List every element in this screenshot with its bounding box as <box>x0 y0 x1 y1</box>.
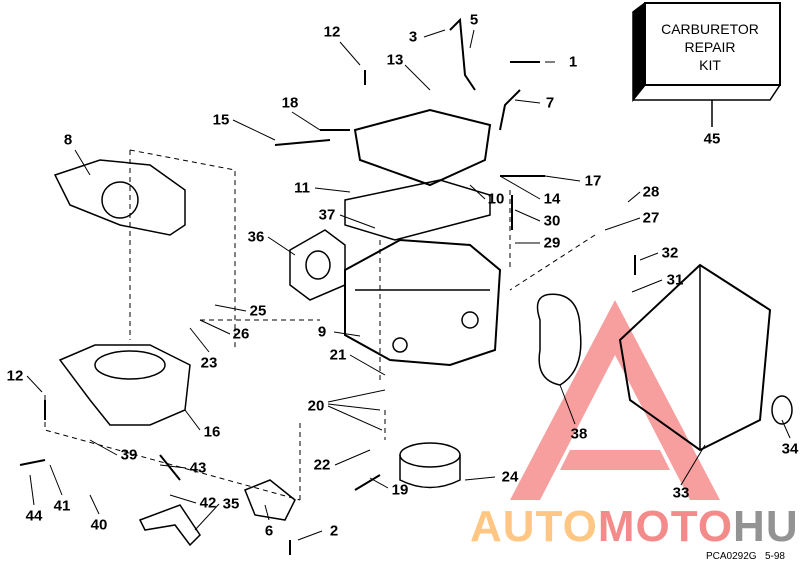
callout: 36 <box>247 228 265 246</box>
callout: 26 <box>232 325 250 343</box>
repair-kit-label: CARBURETOR REPAIR KIT <box>646 20 774 74</box>
watermark-moto: MOTO <box>597 502 734 551</box>
callout: 43 <box>189 459 207 477</box>
callout: 11 <box>294 179 310 197</box>
watermark-text: AUTOMOTOHUB <box>470 505 800 549</box>
callout: 35 <box>222 495 240 513</box>
screw-parts <box>19 17 636 555</box>
callout: 17 <box>584 172 602 190</box>
bracket-6 <box>244 479 296 521</box>
callout: 28 <box>642 183 660 201</box>
callout: 40 <box>90 516 108 534</box>
callout: 22 <box>313 456 331 474</box>
callout: 32 <box>661 244 679 262</box>
gasket-38 <box>536 293 582 386</box>
watermark-auto: AUTO <box>470 502 598 551</box>
gasket-36 <box>289 229 346 301</box>
repair-kit-box <box>632 2 781 127</box>
watermark-hub: HUB <box>733 502 800 551</box>
callout: 30 <box>543 212 561 230</box>
callout: 13 <box>386 51 404 69</box>
callout: 42 <box>199 494 217 512</box>
callout: 15 <box>212 111 230 129</box>
callout: 45 <box>703 130 721 148</box>
carburetor-body <box>344 238 502 367</box>
callout: 14 <box>543 190 561 208</box>
callout: 21 <box>329 346 347 364</box>
callout: 5 <box>469 11 479 29</box>
watermark-logo <box>510 300 720 500</box>
gasket-11 <box>344 179 491 241</box>
callout: 1 <box>568 53 578 71</box>
leader-lines <box>26 29 791 541</box>
callout: 7 <box>545 94 555 112</box>
throttle-body-10 <box>353 108 492 187</box>
gasket-8 <box>53 159 186 236</box>
callout: 37 <box>318 206 336 224</box>
lever-35 <box>138 504 201 547</box>
kit-line-3: KIT <box>699 57 721 73</box>
callout: 3 <box>408 28 418 46</box>
callout: 41 <box>53 497 71 515</box>
knob-34 <box>771 395 793 425</box>
float-bowl-16 <box>58 344 191 426</box>
callout: 2 <box>329 522 339 540</box>
figure-code: PCA0292G 5-98 <box>706 551 785 562</box>
callout: 34 <box>781 440 799 458</box>
callout: 10 <box>487 190 505 208</box>
callout: 38 <box>570 425 588 443</box>
figure-date: 5-98 <box>764 551 785 562</box>
callout: 33 <box>672 484 690 502</box>
callout: 12 <box>6 367 24 385</box>
callout: 8 <box>63 131 73 149</box>
callout: 20 <box>307 397 325 415</box>
callout: 39 <box>120 446 138 464</box>
kit-line-1: CARBURETOR <box>661 21 759 37</box>
callout: 12 <box>323 23 341 41</box>
callout: 6 <box>264 522 274 540</box>
callout: 16 <box>203 423 221 441</box>
callout: 23 <box>200 354 218 372</box>
silencer-33 <box>618 263 772 452</box>
kit-line-2: REPAIR <box>684 39 736 55</box>
callout: 19 <box>391 481 409 499</box>
callout: 24 <box>501 468 519 486</box>
callout: 27 <box>642 209 660 227</box>
callout: 18 <box>281 94 299 112</box>
callout: 44 <box>25 507 43 525</box>
callout: 9 <box>317 323 327 341</box>
float-24 <box>399 442 461 489</box>
callout: 29 <box>543 234 561 252</box>
callout: 25 <box>249 302 267 320</box>
callout: 31 <box>666 271 684 289</box>
figure-id: PCA0292G <box>706 551 757 562</box>
